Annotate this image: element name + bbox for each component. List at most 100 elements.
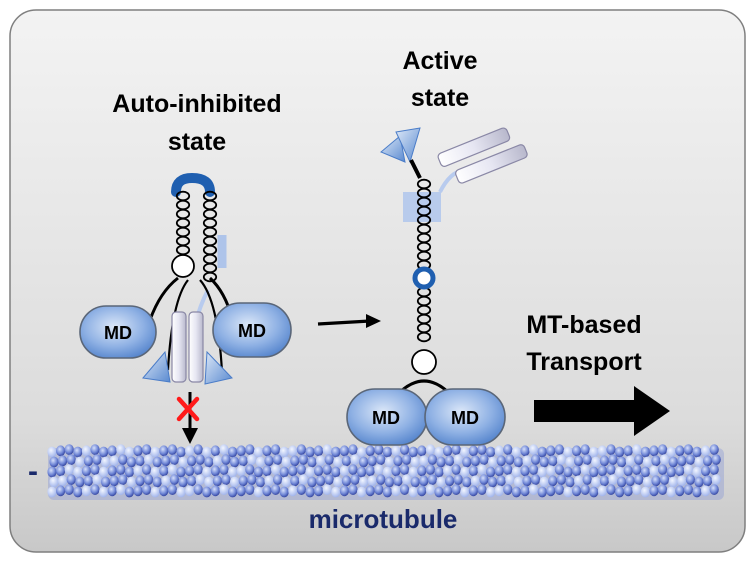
tubulin-subunit [675, 445, 685, 457]
tubulin-subunit [271, 464, 281, 475]
tubulin-subunit [443, 445, 453, 457]
tubulin-subunit [92, 474, 102, 485]
tubulin-subunit [384, 456, 394, 468]
tubulin-subunit [606, 464, 616, 475]
tubulin-subunit [202, 466, 212, 478]
tubulin-subunit [202, 446, 212, 458]
tubulin-subunit [511, 466, 521, 478]
tubulin-subunit [245, 484, 255, 495]
tubulin-subunit [393, 475, 403, 487]
tubulin-subunit [331, 446, 341, 458]
tubulin-subunit [608, 454, 618, 465]
tubulin-subunit [632, 444, 642, 455]
tubulin-subunit [262, 465, 272, 477]
tubulin-subunit [591, 456, 601, 468]
tubulin-subunit [417, 465, 427, 477]
tubulin-subunit [617, 456, 627, 468]
tubulin-subunit [314, 445, 324, 457]
tubulin-subunit [187, 475, 197, 487]
tubulin-subunit [316, 475, 326, 487]
tubulin-subunit [290, 455, 300, 467]
tubulin-subunit [81, 445, 91, 457]
tubulin-subunit [142, 444, 152, 455]
md-label-2: MD [238, 321, 266, 341]
tubulin-subunit [529, 444, 539, 455]
tubulin-subunit [195, 454, 205, 465]
tubulin-subunit [513, 476, 524, 488]
tubulin-subunit [572, 485, 582, 497]
tubulin-subunit [47, 466, 57, 478]
tubulin-subunit [685, 474, 696, 485]
tubulin-subunit [307, 476, 317, 488]
tubulin-subunit [683, 484, 694, 495]
tubulin-subunit [427, 454, 437, 465]
tubulin-subunit [73, 486, 83, 498]
tubulin-subunit [486, 446, 496, 458]
tubulin-subunit [305, 446, 315, 458]
tubulin-subunit [554, 444, 565, 455]
tubulin-subunit [402, 454, 412, 465]
tubulin-subunit [451, 484, 461, 495]
tubulin-subunit [56, 465, 66, 477]
tubulin-subunit [685, 454, 696, 465]
tubulin-subunit [683, 464, 694, 475]
cargo-binding-right [204, 350, 233, 385]
tubulin-subunit [479, 454, 489, 465]
tubulin-subunit [513, 456, 524, 468]
tubulin-subunit [634, 474, 644, 485]
tubulin-subunit [477, 484, 487, 495]
tubulin-subunit [556, 474, 567, 485]
md-label-3: MD [372, 408, 400, 428]
tubulin-subunit [150, 466, 160, 478]
tubulin-subunit [357, 446, 367, 458]
tubulin-subunit [623, 445, 633, 457]
tubulin-subunit [236, 485, 246, 497]
tubulin-subunit [296, 464, 306, 475]
tubulin-subunit [632, 464, 642, 475]
tubulin-subunit [348, 484, 358, 495]
tubulin-subunit [539, 456, 549, 468]
tubulin-subunit [580, 444, 590, 455]
tubulin-subunit [468, 465, 478, 477]
tubulin-subunit [193, 464, 203, 475]
tubulin-subunit [445, 455, 455, 467]
tubulin-subunit [219, 464, 229, 475]
tubulin-subunit [701, 445, 711, 457]
tubulin-subunit [496, 475, 506, 487]
tubulin-subunit [694, 456, 704, 468]
tubulin-subunit [443, 465, 453, 477]
tubulin-subunit [408, 486, 418, 498]
microtubule-band [47, 444, 724, 500]
tubulin-subunit [640, 446, 651, 458]
tubulin-subunit [425, 444, 435, 455]
tubulin-subunit [563, 486, 573, 498]
motor-domain-active-right: MD [424, 388, 506, 446]
tubulin-subunit [376, 454, 386, 465]
tubulin-subunit [365, 485, 375, 497]
tubulin-subunit [202, 486, 212, 498]
tubulin-subunit [374, 464, 384, 475]
tubulin-subunit [615, 486, 625, 498]
tubulin-subunit [548, 455, 558, 467]
tubulin-subunit [477, 444, 487, 455]
tubulin-subunit [185, 445, 195, 457]
tubulin-subunit [99, 446, 109, 458]
tubulin-subunit [142, 484, 152, 495]
tubulin-subunit [393, 455, 403, 467]
tubulin-subunit [264, 455, 274, 467]
tubulin-subunit [529, 464, 539, 475]
tubulin-subunit [529, 484, 539, 495]
tubulin-subunit [333, 456, 343, 468]
tubulin-subunit [124, 486, 134, 498]
tubulin-subunit [290, 475, 300, 487]
tubulin-subunit [640, 486, 651, 498]
tubulin-subunit [262, 485, 272, 497]
tubulin-subunit [660, 454, 670, 465]
tubulin-subunit [255, 476, 265, 488]
tubulin-subunit [118, 474, 128, 485]
tubulin-subunit [539, 476, 549, 488]
tubulin-subunit [367, 475, 377, 487]
tubulin-subunit [339, 485, 349, 497]
tubulin-subunit [204, 456, 214, 468]
minus-end-label: - [28, 455, 38, 488]
